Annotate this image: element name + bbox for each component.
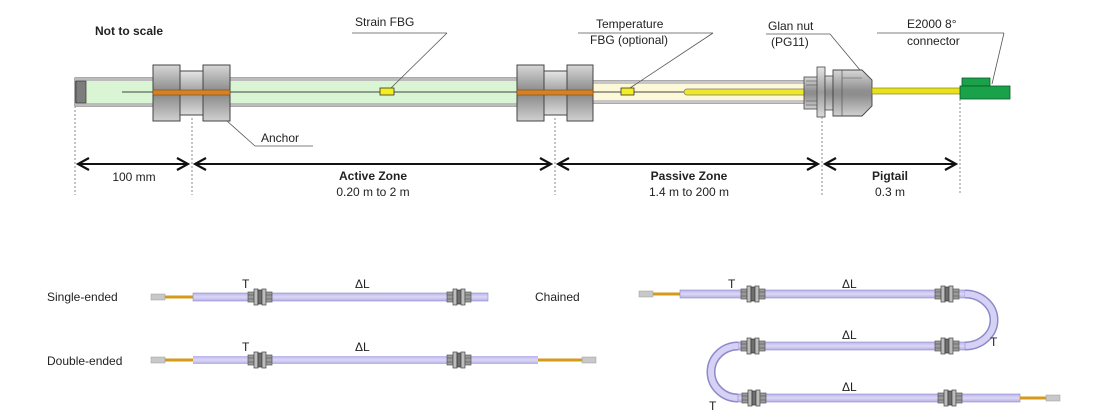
anchor-label: Anchor	[261, 131, 299, 145]
chained-t-label-3: T	[709, 399, 717, 413]
dim-pigtail-title: Pigtail	[872, 169, 908, 183]
glan-nut	[803, 66, 873, 118]
pigtail-cable	[871, 87, 963, 95]
single-ended-dl-label: ΔL	[355, 277, 370, 291]
dim-passive-zone-title: Passive Zone	[651, 169, 728, 183]
dim-end-value: 100 mm	[112, 170, 155, 184]
anchor-right	[516, 64, 594, 122]
strain-fbg-marker	[379, 87, 395, 96]
not-to-scale-note: Not to scale	[95, 24, 163, 38]
config-single-ended: Single-ended T ΔL	[47, 277, 489, 306]
chained-dl-label-3: ΔL	[842, 380, 857, 394]
dimension-lines: 100 mm Active Zone 0.20 m to 2 m Passive…	[74, 99, 961, 199]
chained-t-label-2: T	[990, 335, 998, 349]
temperature-fbg-label-2: FBG (optional)	[590, 33, 668, 47]
chained-dl-label-1: ΔL	[842, 277, 857, 291]
single-ended-tube	[192, 292, 489, 302]
temperature-fbg-marker	[620, 87, 635, 96]
config-chained: Chained T ΔL T ΔL T ΔL	[535, 277, 1061, 413]
dim-pigtail-value: 0.3 m	[875, 185, 905, 199]
dim-passive-zone-value: 1.4 m to 200 m	[649, 185, 729, 199]
config-double-ended: Double-ended T ΔL	[47, 340, 597, 369]
connector-label-2: connector	[907, 34, 960, 48]
end-cap	[75, 80, 87, 104]
chained-dl-label-2: ΔL	[842, 328, 857, 342]
chained-t-label-1: T	[728, 277, 736, 291]
anchor-left	[152, 64, 231, 122]
double-ended-t-label: T	[242, 340, 250, 354]
strain-fbg-label: Strain FBG	[355, 15, 414, 29]
temperature-fbg-label-1: Temperature	[596, 17, 664, 31]
dim-active-zone-title: Active Zone	[339, 169, 407, 183]
dim-active-zone-value: 0.20 m to 2 m	[336, 185, 409, 199]
e2000-connector	[959, 77, 1011, 100]
connector-label-1: E2000 8°	[907, 17, 957, 31]
orange-rod	[152, 89, 231, 96]
fiber-yellow-jacket	[683, 88, 810, 96]
sensor-assembly	[74, 64, 1011, 122]
double-ended-label: Double-ended	[47, 354, 122, 368]
glan-nut-label-2: (PG11)	[771, 35, 809, 49]
chained-label: Chained	[535, 290, 580, 304]
double-ended-tube	[193, 356, 538, 364]
glan-nut-label-1: Glan nut	[768, 19, 814, 33]
double-ended-dl-label: ΔL	[355, 340, 370, 354]
callouts: Strain FBG Temperature FBG (optional) Gl…	[226, 15, 1005, 147]
single-ended-t-label: T	[242, 277, 250, 291]
single-ended-label: Single-ended	[47, 290, 118, 304]
